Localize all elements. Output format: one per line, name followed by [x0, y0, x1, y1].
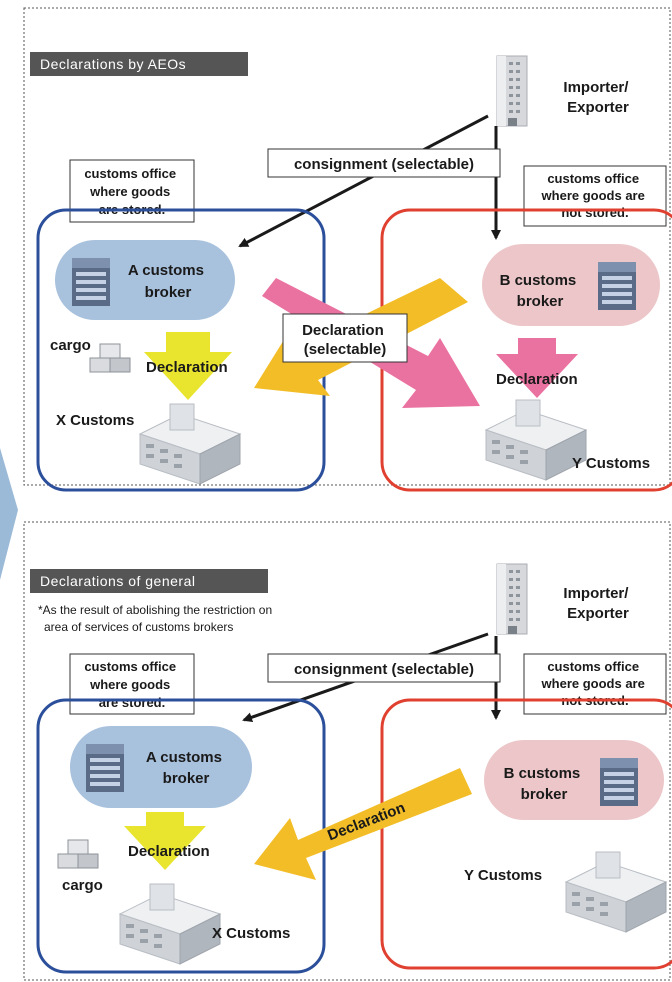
general-broker-a-label: A customs broker — [146, 749, 226, 787]
general-broker-b-label: B customs broker — [504, 765, 585, 803]
office-stored-text: customs office where goods are stored. — [84, 166, 179, 217]
general-y-customs-building-icon — [565, 851, 667, 933]
aeo-panel-title: Declarations by AEOs — [40, 56, 186, 72]
office-stored-callout — [69, 159, 195, 223]
aeo-panel-frame — [23, 7, 671, 486]
aeo-declaration-a-label: Declaration — [146, 359, 228, 376]
broker-b-office-icon — [598, 262, 636, 310]
broker-a-label: A customs broker — [128, 262, 208, 301]
broker-a-office-icon — [72, 258, 110, 306]
general-panel-tab — [30, 569, 268, 593]
general-office-not-stored-callout — [523, 653, 667, 715]
general-y-customs-label: Y Customs — [464, 867, 542, 884]
general-x-customs-building-icon — [119, 883, 221, 965]
general-consignment-label-box — [267, 653, 501, 683]
consignment-label: consignment (selectable) — [294, 156, 474, 173]
general-declaration-a-label: Declaration — [128, 843, 210, 860]
general-declaration-arrow — [254, 768, 472, 880]
importer-building-icon — [496, 55, 528, 127]
consignment-label-box — [267, 148, 501, 178]
declaration-arrow-a-down — [144, 332, 232, 400]
general-broker-a-office-icon — [86, 744, 124, 792]
aeo-x-customs-label: X Customs — [56, 412, 134, 429]
aeo-panel-tab — [30, 52, 248, 76]
general-x-customs-label: X Customs — [212, 925, 290, 942]
general-cargo-boxes-icon — [57, 839, 99, 869]
declaration-selectable-label: Declaration (selectable) — [302, 322, 388, 358]
side-flow-arrow — [0, 448, 18, 580]
general-y-customs-region — [380, 698, 672, 970]
broker-b-label: B customs broker — [500, 272, 581, 310]
general-declaration-arrow-a-down — [124, 812, 206, 870]
general-office-stored-callout — [69, 653, 195, 715]
office-not-stored-callout — [523, 165, 667, 227]
y-customs-building-icon — [485, 399, 587, 481]
declaration-arrow-b-down — [496, 338, 578, 398]
general-importer-label: Importer/ Exporter — [563, 585, 632, 622]
general-cargo-label: cargo — [62, 877, 103, 894]
general-broker-b-office-icon — [600, 758, 638, 806]
aeo-cargo-label: cargo — [50, 337, 91, 354]
declaration-selectable-box — [282, 313, 408, 363]
general-panel-title: Declarations of general — [40, 573, 195, 589]
aeo-cargo-boxes-icon — [89, 343, 131, 373]
general-consignment-label: consignment (selectable) — [294, 661, 474, 678]
aeo-declaration-b-label: Declaration — [496, 371, 578, 388]
general-importer-building-icon — [496, 563, 528, 635]
general-note: *As the result of abolishing the restric… — [38, 603, 275, 634]
consignment-arrow-a — [238, 114, 489, 248]
aeo-y-customs-label: Y Customs — [572, 455, 650, 472]
aeo-importer-label: Importer/ Exporter — [563, 79, 632, 116]
x-customs-building-icon — [139, 403, 241, 485]
